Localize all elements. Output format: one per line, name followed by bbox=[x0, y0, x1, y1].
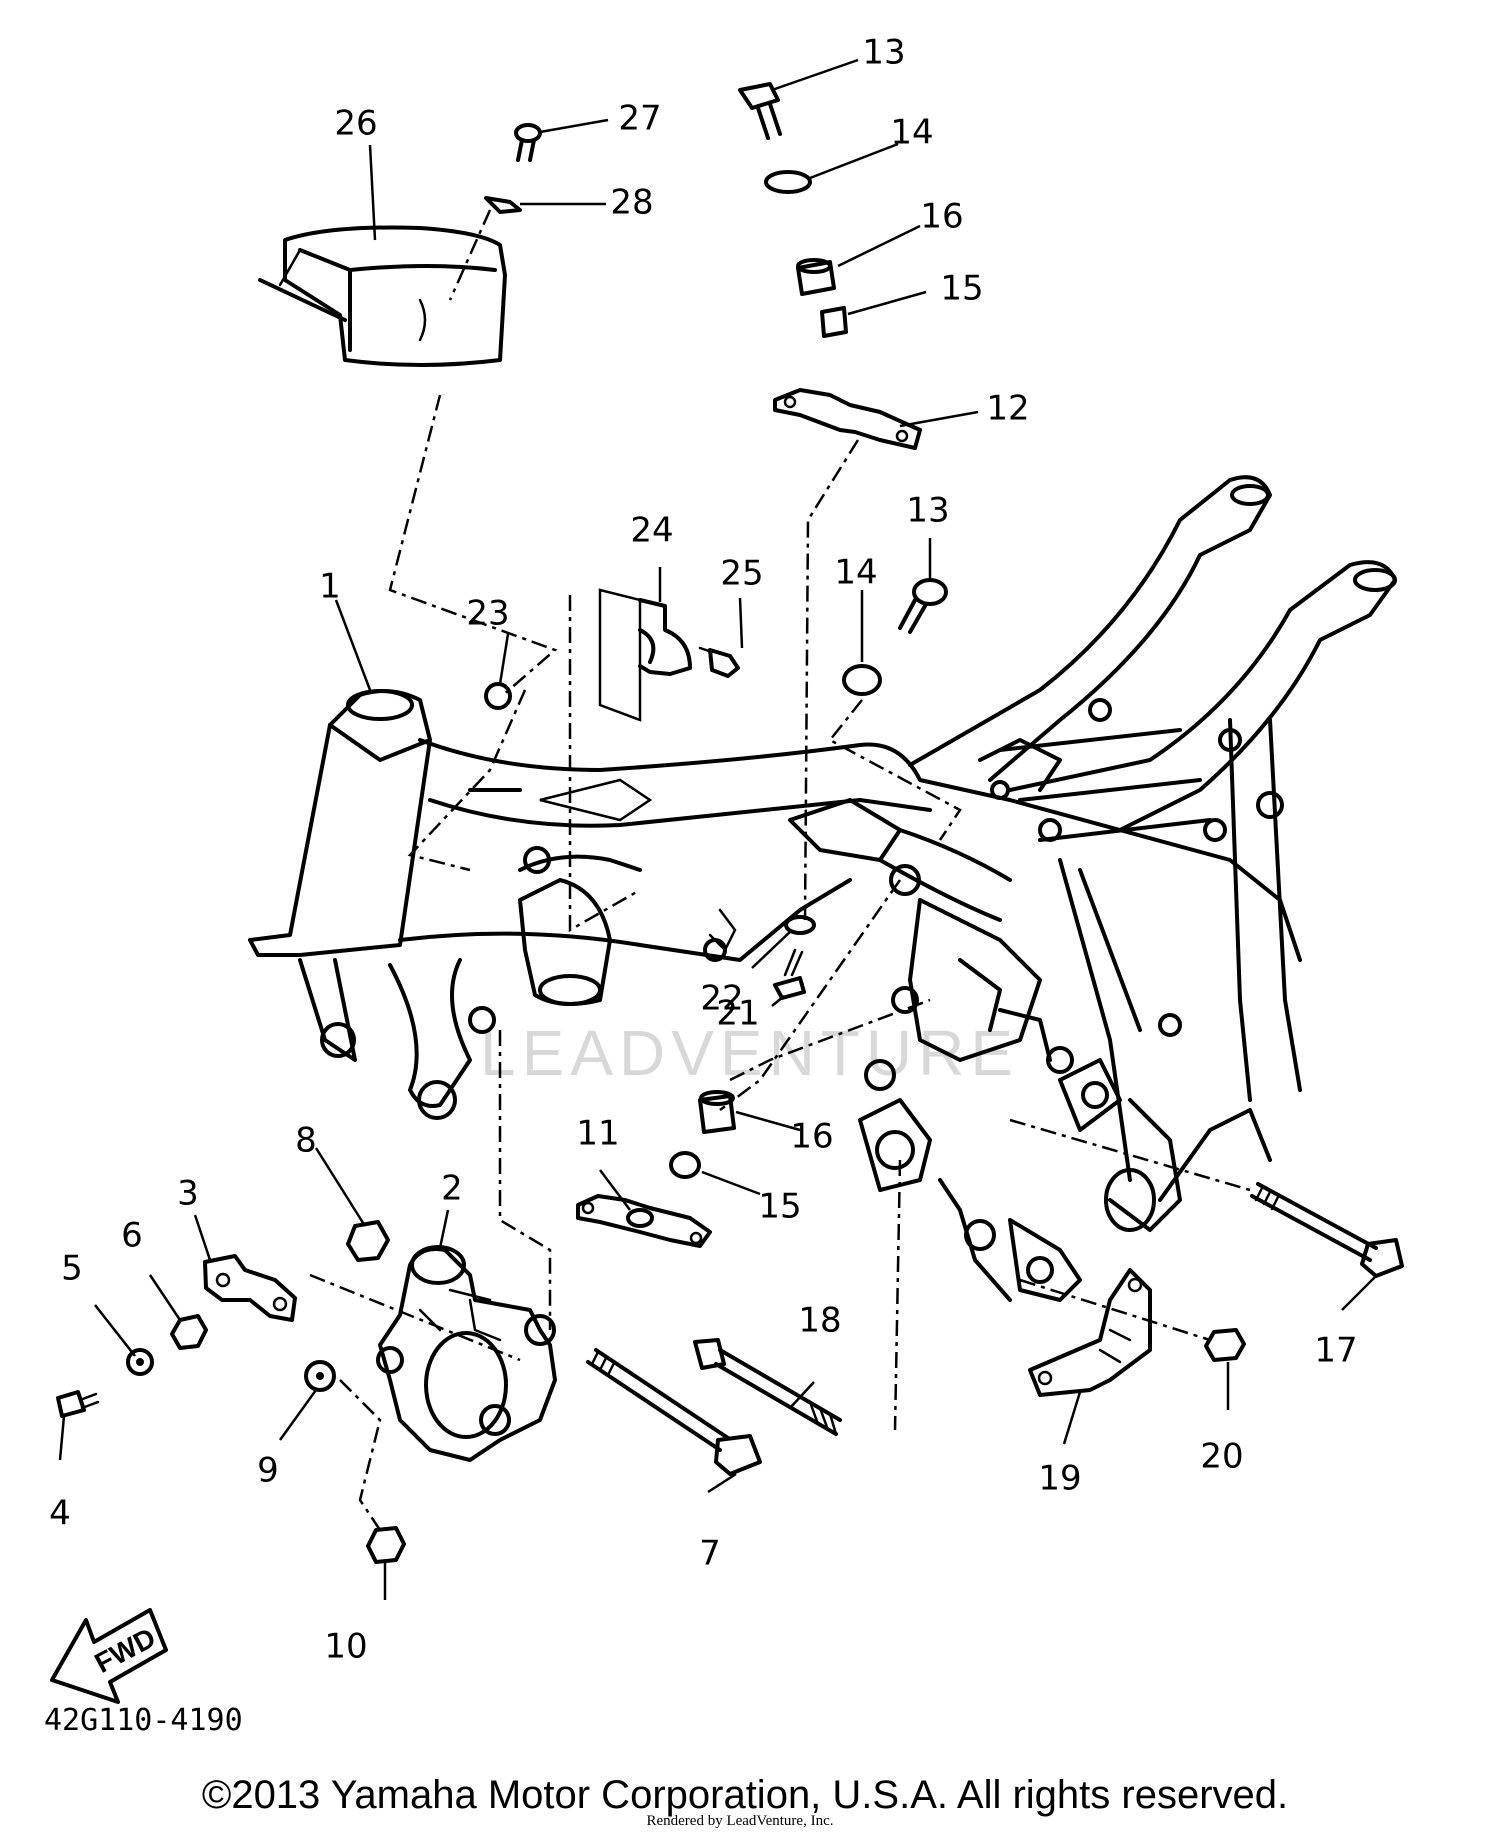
callout-22: 22 bbox=[700, 979, 743, 1019]
part-25-screw bbox=[698, 646, 740, 678]
part-13-bolt-mid bbox=[898, 578, 948, 634]
callout-20: 20 bbox=[1200, 1437, 1243, 1477]
part-15-collar-top bbox=[820, 306, 848, 338]
copyright-notice: ©2013 Yamaha Motor Corporation, U.S.A. A… bbox=[202, 1773, 1288, 1817]
callout-15-top: 15 bbox=[940, 269, 983, 309]
part-2-engine-bracket bbox=[376, 1245, 557, 1462]
callout-28: 28 bbox=[610, 183, 653, 223]
callout-27: 27 bbox=[618, 99, 661, 139]
assembly-lines bbox=[309, 210, 1251, 1531]
callout-16-top: 16 bbox=[920, 197, 963, 237]
rendered-by-note: Rendered by LeadVenture, Inc. bbox=[646, 1813, 833, 1829]
part-5-washer bbox=[126, 1348, 154, 1376]
part-14-washer-mid bbox=[842, 664, 882, 696]
part-21-bolt bbox=[773, 948, 806, 1000]
reference-code: 42G110-4190 bbox=[44, 1703, 243, 1738]
part-27-screw bbox=[514, 123, 542, 162]
part-17-long-bolt bbox=[1250, 1182, 1404, 1278]
leader-lines bbox=[58, 58, 1377, 1600]
callout-24: 24 bbox=[630, 511, 673, 551]
callout-18: 18 bbox=[798, 1301, 841, 1341]
part-13-bolt-top bbox=[738, 82, 782, 140]
part-16-bushing-low bbox=[698, 1090, 736, 1134]
part-8-nut bbox=[346, 1220, 390, 1262]
part-22-washer bbox=[784, 915, 816, 935]
part-28-washer bbox=[484, 196, 522, 214]
callout-19: 19 bbox=[1038, 1459, 1081, 1499]
part-19-bracket bbox=[1028, 1268, 1152, 1397]
part-24-clamp bbox=[598, 588, 692, 722]
part-7-long-bolt bbox=[586, 1348, 762, 1476]
callout-12: 12 bbox=[986, 389, 1029, 429]
callout-6: 6 bbox=[121, 1216, 143, 1256]
callout-15-low: 15 bbox=[758, 1187, 801, 1227]
callout-5: 5 bbox=[61, 1249, 83, 1289]
callout-17: 17 bbox=[1314, 1331, 1357, 1371]
callout-14-top: 14 bbox=[890, 113, 933, 153]
callout-4: 4 bbox=[49, 1494, 71, 1534]
main-frame bbox=[248, 475, 1397, 1302]
callout-labels: 1 2 3 4 5 6 7 8 9 10 11 12 13 13 14 14 1… bbox=[49, 33, 1357, 1667]
callout-3: 3 bbox=[177, 1174, 199, 1214]
callout-23: 23 bbox=[466, 594, 509, 634]
part-16-bushing-top bbox=[796, 258, 836, 296]
part-18-long-bolt bbox=[693, 1338, 842, 1436]
callout-13-mid: 13 bbox=[906, 491, 949, 531]
callout-25: 25 bbox=[720, 554, 763, 594]
fwd-label: FWD bbox=[90, 1622, 161, 1679]
part-11-bracket bbox=[576, 1194, 712, 1248]
part-14-washer-top bbox=[764, 170, 812, 194]
part-12-bracket bbox=[773, 388, 922, 450]
part-4-bolt bbox=[56, 1390, 100, 1418]
callout-21: 21 bbox=[716, 994, 759, 1034]
callout-11: 11 bbox=[576, 1114, 619, 1154]
callout-26: 26 bbox=[334, 104, 377, 144]
part-23-nut bbox=[484, 682, 512, 710]
callout-1: 1 bbox=[319, 567, 341, 607]
callout-2: 2 bbox=[441, 1169, 463, 1209]
part-20-nut bbox=[1204, 1328, 1246, 1362]
part-10-nut bbox=[366, 1526, 406, 1564]
callout-16-low: 16 bbox=[790, 1117, 833, 1157]
watermark-text: LEADVENTURE bbox=[480, 1017, 1019, 1089]
part-3-bracket bbox=[203, 1254, 297, 1322]
callout-9: 9 bbox=[257, 1451, 279, 1491]
callout-13-top: 13 bbox=[862, 33, 905, 73]
part-6-nut bbox=[170, 1314, 208, 1350]
fwd-arrow-icon: FWD bbox=[50, 1608, 168, 1704]
callout-14-mid: 14 bbox=[834, 553, 877, 593]
callout-10: 10 bbox=[324, 1627, 367, 1667]
part-9-washer bbox=[304, 1360, 336, 1392]
callout-7: 7 bbox=[699, 1534, 721, 1574]
callout-8: 8 bbox=[295, 1121, 317, 1161]
part-15-collar-low bbox=[669, 1151, 701, 1179]
part-26-cover bbox=[258, 225, 507, 367]
